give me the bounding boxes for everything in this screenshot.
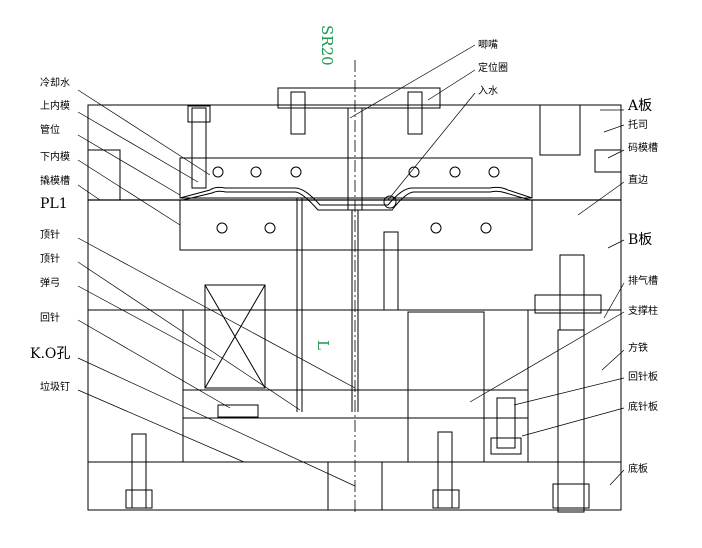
pry-slot-left-rect xyxy=(87,149,121,201)
b-plate-body xyxy=(87,199,622,311)
ejector-retainer-plate xyxy=(182,389,529,419)
bolt-bc xyxy=(437,431,453,509)
pry-slot-right-rect xyxy=(594,149,622,173)
top-clamp-plate xyxy=(277,87,441,109)
upper-insert-block xyxy=(179,157,533,199)
bolt-ejector xyxy=(496,397,516,449)
bolt-top-left xyxy=(191,107,207,189)
a-plate-body xyxy=(87,104,622,201)
bolt-bl xyxy=(131,433,147,509)
support-pillar-rect xyxy=(407,311,485,463)
spring-housing xyxy=(204,284,266,389)
lower-insert-block xyxy=(179,199,533,251)
ejector-base-plate xyxy=(182,417,529,463)
spacer-block-left xyxy=(87,309,184,463)
cavity-profile xyxy=(179,186,533,206)
guide-pillar-rect xyxy=(559,254,585,331)
spacer-block-right xyxy=(527,309,622,463)
long-bolt-right xyxy=(557,329,585,513)
